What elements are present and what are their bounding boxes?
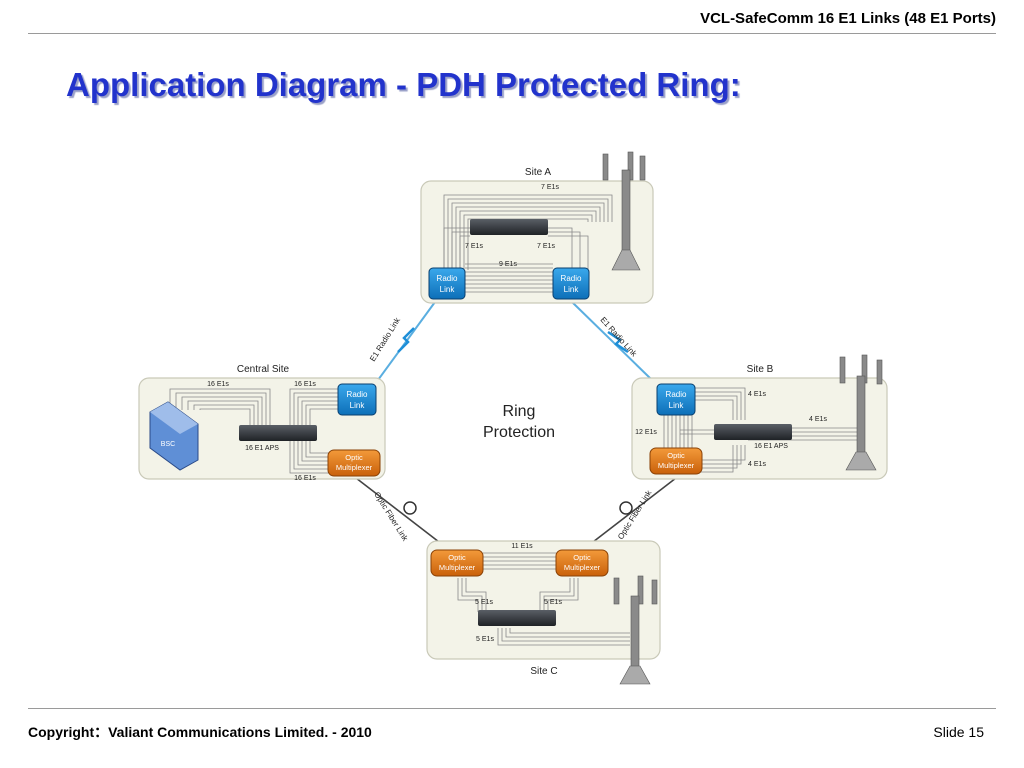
svg-text:Optic: Optic	[448, 553, 466, 562]
central-site-optic-multiplexer: Optic Multiplexer	[327, 449, 381, 477]
site-a-left-e1: 7 E1s	[465, 243, 483, 250]
svg-text:Multiplexer: Multiplexer	[564, 563, 601, 572]
site-c-top-e1: 11 E1s	[511, 543, 533, 550]
site-c-optic-multiplexer-right: Optic Multiplexer	[555, 549, 609, 577]
central-site-bottom-e1: 16 E1s	[294, 475, 316, 482]
svg-text:Optic: Optic	[573, 553, 591, 562]
central-site-cabling	[169, 388, 340, 474]
svg-text:Optic: Optic	[667, 451, 685, 460]
site-a-tower-icon	[602, 151, 646, 271]
site-b-right-e1: 4 E1s	[809, 416, 827, 423]
bsc-cabinet-icon: BSC	[149, 401, 199, 471]
svg-text:Link: Link	[350, 401, 366, 410]
central-site-safecomm-device	[239, 425, 317, 441]
site-b-top-e1: 4 E1s	[748, 391, 766, 398]
site-a-name: Site A	[525, 167, 551, 178]
svg-text:Radio: Radio	[347, 390, 368, 399]
site-c-right-e1: 5 E1s	[544, 599, 562, 606]
slide-number: Slide 15	[933, 724, 984, 740]
bsc-label: BSC	[161, 441, 175, 448]
ring-protection-label-line2: Protection	[483, 424, 555, 441]
site-c-left-e1: 5 E1s	[475, 599, 493, 606]
site-b-optic-multiplexer: Optic Multiplexer	[649, 447, 703, 475]
central-site-name: Central Site	[237, 364, 290, 375]
site-c-safecomm-device	[478, 610, 556, 626]
svg-text:Link: Link	[440, 285, 456, 294]
site-c-optic-multiplexer-left: Optic Multiplexer	[430, 549, 484, 577]
footer-divider	[28, 708, 996, 709]
radio-link-left-label: E1 Radio Link	[368, 315, 403, 363]
svg-text:Multiplexer: Multiplexer	[439, 563, 476, 572]
site-a: Site A 7 E1s 7 E1s 7 E1s 9 E1s Radio Lin…	[420, 151, 654, 304]
site-b-bottom-e1: 4 E1s	[748, 461, 766, 468]
site-a-panel	[420, 180, 654, 304]
header-divider	[28, 33, 996, 34]
svg-text:Radio: Radio	[437, 274, 458, 283]
central-site-top-right-e1: 16 E1s	[294, 381, 316, 388]
fiber-link-left-label: Optic Fiber Link	[372, 490, 410, 543]
central-site-radio-link: Radio Link	[337, 383, 377, 416]
site-c-bottom-e1: 5 E1s	[476, 636, 494, 643]
fiber-link-right-label: Optic Fiber Link	[616, 488, 654, 541]
svg-text:Radio: Radio	[561, 274, 582, 283]
svg-text:Link: Link	[669, 401, 685, 410]
site-a-right-e1: 7 E1s	[537, 243, 555, 250]
site-b-aps-label: 16 E1 APS	[754, 443, 788, 450]
site-a-cabling	[443, 194, 613, 293]
central-site-top-left-e1: 16 E1s	[207, 381, 229, 388]
presentation-header-title: VCL-SafeComm 16 E1 Links (48 E1 Ports)	[700, 10, 996, 27]
site-b-safecomm-device	[714, 424, 792, 440]
site-a-radio-left: Radio Link	[428, 267, 466, 300]
central-site-aps-label: 16 E1 APS	[245, 445, 279, 452]
site-a-mid-e1: 9 E1s	[499, 261, 517, 268]
svg-text:Multiplexer: Multiplexer	[336, 463, 373, 472]
site-b-left-e1: 12 E1s	[635, 429, 657, 436]
site-c-tower-icon	[613, 575, 658, 685]
svg-text:Multiplexer: Multiplexer	[658, 461, 695, 470]
site-b-radio-link: Radio Link	[656, 383, 696, 416]
site-a-safecomm-device	[470, 219, 548, 235]
radio-link-right-label: E1 Radio Link	[599, 315, 640, 359]
footer-copyright: Copyright：Valiant Communications Limited…	[28, 724, 372, 740]
site-c-cabling	[457, 552, 630, 646]
svg-text:Radio: Radio	[666, 390, 687, 399]
ring-protection-label-line1: Ring	[503, 403, 536, 420]
site-c-name: Site C	[530, 666, 557, 677]
site-a-radio-right: Radio Link	[552, 267, 590, 300]
radio-link-right: E1 Radio Link	[571, 301, 653, 381]
site-a-top-e1: 7 E1s	[541, 184, 559, 191]
site-b-tower-icon	[839, 354, 883, 471]
slide-title: Application Diagram - PDH Protected Ring…	[66, 66, 741, 103]
site-c: Site C 11 E1s 5 E1s 5 E1s 5 E1s Optic Mu…	[426, 540, 661, 685]
site-b: Site B 4 E1s 4 E1s 12 E1s 4 E1s 16 E1 AP…	[631, 354, 888, 480]
radio-link-left: E1 Radio Link	[368, 301, 436, 381]
svg-text:Link: Link	[564, 285, 580, 294]
svg-text:Optic: Optic	[345, 453, 363, 462]
site-b-name: Site B	[747, 364, 774, 375]
central-site: Central Site BSC 16 E1s 16 E1s 16 E1 APS…	[138, 364, 386, 482]
